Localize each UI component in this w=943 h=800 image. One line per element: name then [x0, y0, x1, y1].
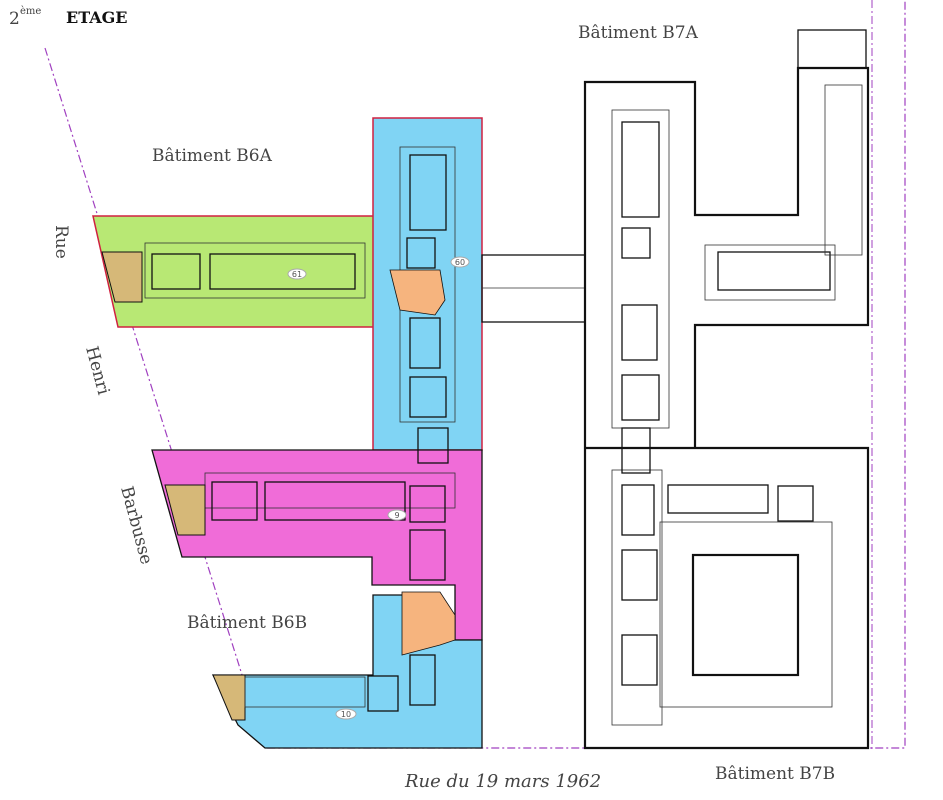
b7b-north-room: [667, 484, 769, 514]
room-badge-61: [287, 268, 307, 280]
b7b-core: [611, 469, 663, 726]
street-label-south: Rue du 19 mars 1962: [404, 771, 601, 792]
b7b-room-w1: [621, 484, 655, 536]
pink-stairs: [211, 481, 258, 521]
south-stairs: [409, 654, 436, 706]
floor-suffix: ème: [20, 6, 41, 17]
orange-lobby-south: [401, 591, 456, 656]
b7a-room-north: [621, 121, 660, 218]
b7b-outline: [583, 446, 870, 750]
b7b-inner-ring: [659, 521, 833, 708]
floor-title: ETAGE: [66, 8, 128, 27]
b6a-room-61: [209, 253, 356, 290]
orange-lobby-north: [389, 269, 446, 316]
b7b-sanitary: [621, 549, 658, 601]
b6b-room-10: [244, 676, 366, 708]
footbridge: [481, 254, 586, 323]
b7b-stairs-n: [621, 427, 651, 474]
b6a-corridor: [144, 242, 366, 299]
north-sanitary: [409, 317, 441, 369]
room-number-10: 10: [341, 710, 351, 719]
b7a-core: [611, 109, 670, 429]
b7a-room-south: [621, 374, 660, 421]
floor-number: 2: [9, 9, 20, 29]
b6b-tan-stair: [212, 674, 246, 721]
room-number-61: 61: [292, 270, 302, 279]
street-label-rue: Rue: [51, 225, 71, 259]
b7b-courtyard: [691, 553, 800, 677]
pink-tan-stair: [164, 484, 206, 536]
pink-room-east1: [409, 485, 446, 523]
b7b-stairs-ne: [777, 485, 814, 522]
b7a-outline: [583, 66, 870, 448]
building-label-b7b: Bâtiment B7B: [715, 764, 835, 784]
b7a-east-room: [717, 251, 831, 291]
room-number-9: 9: [394, 511, 399, 520]
b6a-tan-stair: [101, 251, 143, 303]
b7a-top-block: [797, 29, 867, 69]
b6a-stairs: [151, 253, 201, 290]
tower-room-bottom: [409, 376, 447, 418]
property-boundary-line: [44, 0, 906, 749]
south-sanitary: [367, 675, 399, 712]
b7a-north-room: [824, 84, 863, 256]
mid-stairs: [417, 427, 449, 464]
street-label-henri: Henri: [81, 344, 113, 397]
pink-room-east2: [409, 529, 446, 581]
building-label-b6b: Bâtiment B6B: [187, 613, 307, 633]
street-label-barbusse: Barbusse: [116, 484, 156, 567]
building-label-b7a: Bâtiment B7A: [578, 23, 699, 43]
b7a-east-corridor: [704, 244, 836, 301]
tower-room-top: [409, 154, 447, 231]
north-stairs: [406, 237, 436, 269]
b7a-stairs: [621, 227, 651, 259]
b6-middle-wing-pink: [151, 449, 483, 641]
room-badge-9: [387, 509, 407, 521]
room-badge-60: [450, 256, 470, 268]
room-badge-10: [335, 708, 357, 720]
room-number-60: 60: [455, 258, 465, 267]
b7a-sanitary: [621, 304, 658, 361]
pink-room-9: [264, 481, 406, 521]
building-label-b6a: Bâtiment B6A: [152, 146, 273, 166]
b7b-stairs-s: [621, 634, 658, 686]
